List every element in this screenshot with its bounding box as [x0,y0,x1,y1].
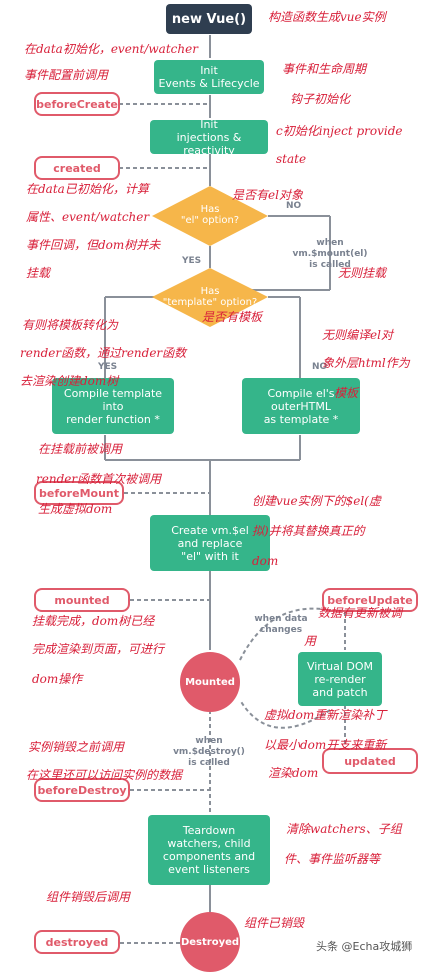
anno-26: dom [252,554,279,568]
has-el-label: Has "el" option? [180,204,240,226]
anno-32: 虚拟dom重新渲染补丁 [264,708,387,722]
yes-label-2: YES [98,362,118,372]
anno-38: 件、事件监听器等 [284,852,381,866]
anno-35: 实例销毁之前调用 [28,740,125,754]
anno-19: 象外层html作为 [322,356,410,370]
anno-1: 构造函数生成vue实例 [268,10,386,24]
compile-el-node: Compile el's outerHTML as template * [242,378,360,434]
anno-13: 无则挂载 [338,266,387,280]
anno-22: render函数首次被调用 [36,472,162,486]
teardown-node: Teardown watchers, child components and … [148,815,270,885]
anno-8: 在data已初始化，计算 [26,182,149,196]
anno-14: 是否有模板 [202,310,263,324]
when-mount-label: when vm.$mount(el) is called [292,238,368,270]
hook-before-mount: beforeMount [34,481,124,505]
has-template-diamond [152,268,268,327]
anno-36: 在这里还可以访问实例的数据 [26,768,183,782]
hook-mounted: mounted [34,588,130,612]
anno-10: 事件回调，但dom树并未 [26,238,161,252]
watermark: 头条 @Echa攻城狮 [316,940,413,953]
mounted-state: Mounted [180,652,240,712]
has-template-label: Has "template" option? [162,286,258,308]
hook-created: created [34,156,120,180]
anno-6: c初始化inject provide [276,124,403,138]
anno-28: 完成渲染到页面，可进行 [32,642,165,656]
anno-17: 去渲染创建dom树 [20,374,119,388]
yes-label-1: YES [182,256,202,266]
anno-39: 组件销毁后调用 [46,890,131,904]
no-label-1: NO [286,201,302,211]
anno-30: 数据有更新被调 [318,606,403,620]
create-el-node: Create vm.$el and replace "el" with it [150,515,270,571]
anno-40: 组件已销毁 [244,916,305,930]
compile-template-node: Compile template into render function * [52,378,174,434]
when-destroy-label: when vm.$destroy() is called [173,736,245,768]
hook-updated: updated [322,748,418,774]
anno-25: 拟)并将其替换真正的 [252,524,365,538]
anno-2: 在data初始化，event/watcher [24,42,198,56]
hook-before-update: beforeUpdate [322,588,418,612]
anno-18: 无则编译el对 [322,328,393,342]
anno-11: 挂载 [26,266,51,280]
no-label-2: NO [312,362,328,372]
init-events-node: Init Events & Lifecycle [154,60,264,94]
new-vue-node: new Vue() [166,4,252,34]
anno-33: 以最小dom开支来重新 [264,738,387,752]
anno-16: render函数，通过render函数 [20,346,187,360]
anno-15: 有则将模板转化为 [22,318,119,332]
anno-37: 清除watchers、子组 [286,822,402,836]
hook-destroyed: destroyed [34,930,120,954]
hook-before-create: beforeCreate [34,92,120,116]
anno-21: 在挂载前被调用 [38,442,123,456]
anno-34: 渲染dom [268,766,319,780]
anno-5: 钩子初始化 [290,92,351,106]
anno-27: 挂载完成，dom树已经 [32,614,155,628]
anno-12: 是否有el对象 [232,188,303,202]
when-data-label: when data changes [254,614,308,635]
anno-29: dom操作 [32,672,83,686]
init-injections-node: Init injections & reactivity [150,118,268,157]
anno-20: 模板 [334,386,359,400]
has-el-diamond [152,186,268,246]
anno-3: 事件配置前调用 [24,68,109,82]
virtual-dom-node: Virtual DOM re-render and patch [298,652,382,706]
anno-7: state [276,152,307,166]
hook-before-destroy: beforeDestroy [34,778,130,802]
anno-23: 生成虚拟dom [38,502,113,516]
anno-31: 用 [304,634,317,648]
anno-4: 事件和生命周期 [282,62,367,76]
anno-9: 属性、event/watcher [26,210,150,224]
destroyed-state: Destroyed [180,912,240,972]
anno-24: 创建vue实例下的$el(虚 [252,494,381,508]
